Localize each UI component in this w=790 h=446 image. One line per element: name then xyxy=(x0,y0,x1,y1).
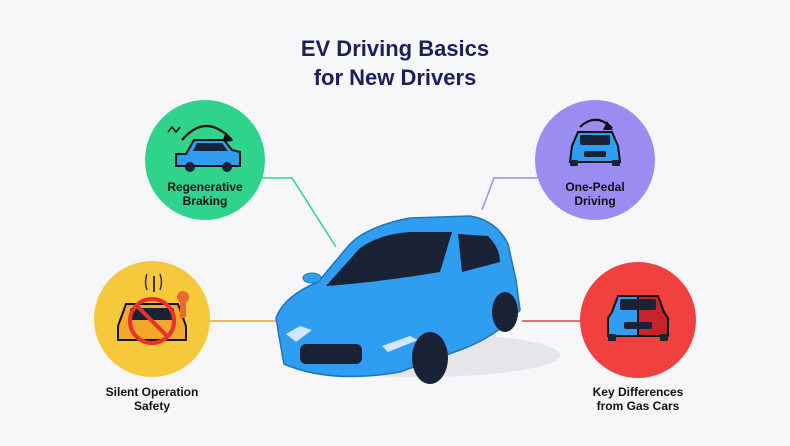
car-headlight-right xyxy=(382,336,418,352)
regenerative-braking-icon xyxy=(167,125,241,172)
ev-vs-gas-car-icon xyxy=(607,295,669,341)
title-line-2: for New Drivers xyxy=(313,65,477,90)
one-pedal-car-icon xyxy=(568,118,622,166)
car-side-window xyxy=(458,234,500,272)
car-front-wheel xyxy=(412,332,448,384)
central-electric-car xyxy=(275,215,560,384)
silent-car-warning-icon xyxy=(117,273,189,345)
connector-one-pedal xyxy=(481,177,548,211)
car-headlight-left xyxy=(286,326,312,342)
connector-regenerative xyxy=(262,177,337,248)
title-line-1: EV Driving Basics xyxy=(300,36,490,61)
car-windshield xyxy=(326,232,452,286)
topic-label-differences: Key Differences from Gas Cars xyxy=(592,385,684,413)
topic-label-silent: Silent Operation Safety xyxy=(105,385,199,413)
car-grille xyxy=(300,344,362,364)
car-mirror xyxy=(302,272,322,284)
car-rear-wheel xyxy=(492,292,518,332)
page-title: EV Driving Basics for New Drivers xyxy=(0,34,790,92)
topic-label-one-pedal: One-Pedal Driving xyxy=(565,180,625,208)
topic-label-regenerative: Regenerative Braking xyxy=(167,180,243,208)
